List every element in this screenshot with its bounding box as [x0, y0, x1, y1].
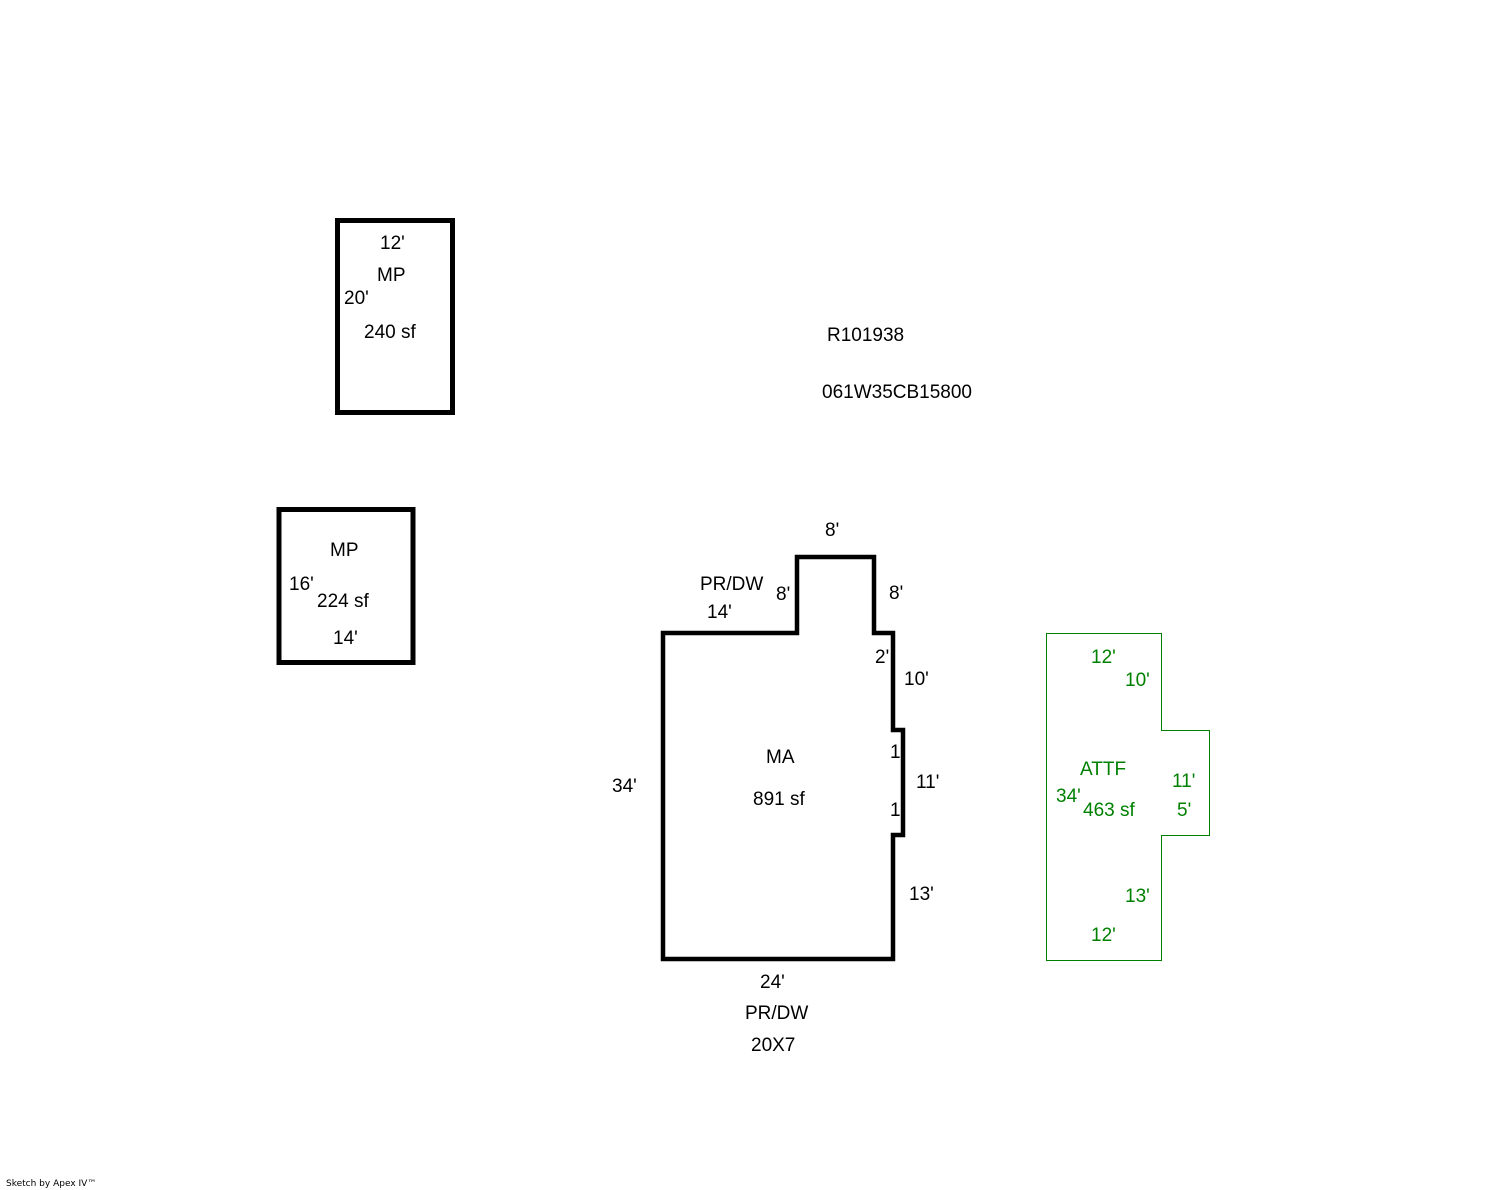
garage-dim-top: 12'	[1091, 647, 1116, 668]
mp-upper-outline	[335, 218, 455, 415]
mp-lower-dim-bottom: 14'	[333, 628, 358, 649]
garage-dim-bump-depth: 5'	[1177, 800, 1192, 821]
mp-lower-dim-left: 16'	[289, 574, 314, 595]
garage-code: ATTF	[1080, 759, 1127, 780]
main-dim-top-left: 14'	[707, 602, 732, 623]
garage-dim-bump-right: 11'	[1172, 771, 1196, 792]
main-dim-bump-right: 8'	[889, 583, 904, 604]
sketch-credit: Sketch by Apex IV™	[6, 1179, 97, 1189]
mp-lower-area: 224 sf	[317, 591, 369, 612]
mp-upper-area: 240 sf	[364, 322, 416, 343]
garage-dim-right-lower: 13'	[1125, 886, 1150, 907]
main-dim-bottom: 24'	[760, 972, 785, 993]
garage-area: 463 sf	[1083, 800, 1135, 821]
attached-garage-outline	[1046, 633, 1210, 961]
porch-top-label: PR/DW	[700, 574, 764, 595]
garage-dim-right-upper: 10'	[1125, 670, 1150, 691]
main-dim-right-lower: 13'	[909, 884, 934, 905]
mp-upper-dim-top: 12'	[380, 233, 405, 254]
main-area-outline	[660, 554, 906, 962]
main-dim-bump-left: 8'	[776, 584, 791, 605]
mp-lower-code: MP	[330, 540, 359, 561]
main-dim-bump-top: 8'	[825, 520, 840, 541]
main-dim-step-top: 2'	[875, 647, 890, 668]
main-dim-left: 34'	[612, 776, 637, 797]
map-tax-lot: 061W35CB15800	[822, 382, 972, 403]
main-area-size: 891 sf	[753, 789, 805, 810]
mp-lower-outline	[276, 507, 416, 665]
main-dim-right-upper: 10'	[904, 669, 929, 690]
main-dim-right-mid: 11'	[916, 772, 940, 793]
garage-dim-bottom: 12'	[1091, 925, 1116, 946]
main-dim-notch-bottom: 1	[890, 800, 901, 821]
mp-upper-dim-left: 20'	[344, 288, 369, 309]
mp-upper-code: MP	[377, 265, 406, 286]
porch-bottom-size: 20X7	[751, 1035, 796, 1056]
porch-bottom-label: PR/DW	[745, 1003, 809, 1024]
main-area-code: MA	[766, 747, 795, 768]
main-dim-notch-top: 1	[890, 742, 901, 763]
garage-dim-left: 34'	[1056, 786, 1081, 807]
account-number: R101938	[827, 325, 905, 346]
